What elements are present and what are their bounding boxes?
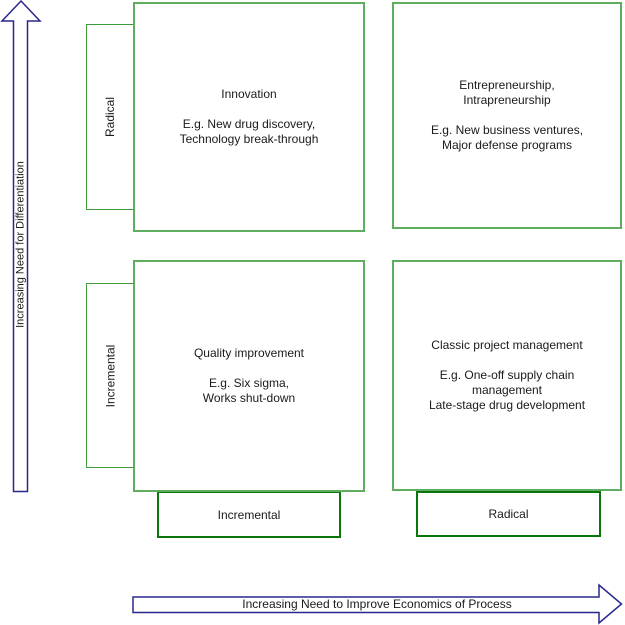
- x-tick-radical: Radical: [416, 491, 601, 537]
- y-tick-radical: Radical: [86, 24, 134, 210]
- quadrant-title: Innovation: [221, 87, 277, 101]
- quadrant-entrepreneurship: Entrepreneurship, Intrapreneurship E.g. …: [392, 2, 622, 229]
- quadrant-classic-project-management: Classic project management E.g. One-off …: [392, 260, 622, 491]
- quadrant-examples: E.g. One-off supply chain management Lat…: [428, 368, 586, 412]
- spacer: [429, 353, 585, 368]
- x-tick-incremental: Incremental: [157, 491, 341, 538]
- quadrant-examples: E.g. New business ventures, Major defens…: [430, 123, 584, 152]
- quadrant-examples: E.g. Six sigma, Works shut-down: [202, 376, 296, 405]
- y-axis-label: Increasing Need for Differentiation: [14, 161, 27, 328]
- x-tick-radical-label: Radical: [488, 507, 529, 521]
- spacer: [180, 102, 319, 117]
- x-axis-label: Increasing Need to Improve Economics of …: [242, 597, 512, 611]
- quadrant-innovation: Innovation E.g. New drug discovery, Tech…: [133, 2, 365, 232]
- quadrant-title: Quality improvement: [193, 346, 305, 360]
- y-tick-radical-label: Radical: [103, 96, 117, 138]
- quadrant-title: Entrepreneurship, Intrapreneurship: [459, 78, 555, 107]
- quadrant-title: Classic project management: [431, 338, 583, 352]
- quadrant-examples: E.g. New drug discovery, Technology brea…: [179, 117, 319, 146]
- spacer: [431, 108, 583, 123]
- quadrant-quality-improvement: Quality improvement E.g. Six sigma, Work…: [133, 260, 365, 492]
- x-tick-incremental-label: Incremental: [217, 507, 281, 522]
- y-tick-incremental: Incremental: [86, 283, 134, 468]
- spacer: [194, 361, 304, 376]
- y-tick-incremental-label: Incremental: [103, 344, 118, 407]
